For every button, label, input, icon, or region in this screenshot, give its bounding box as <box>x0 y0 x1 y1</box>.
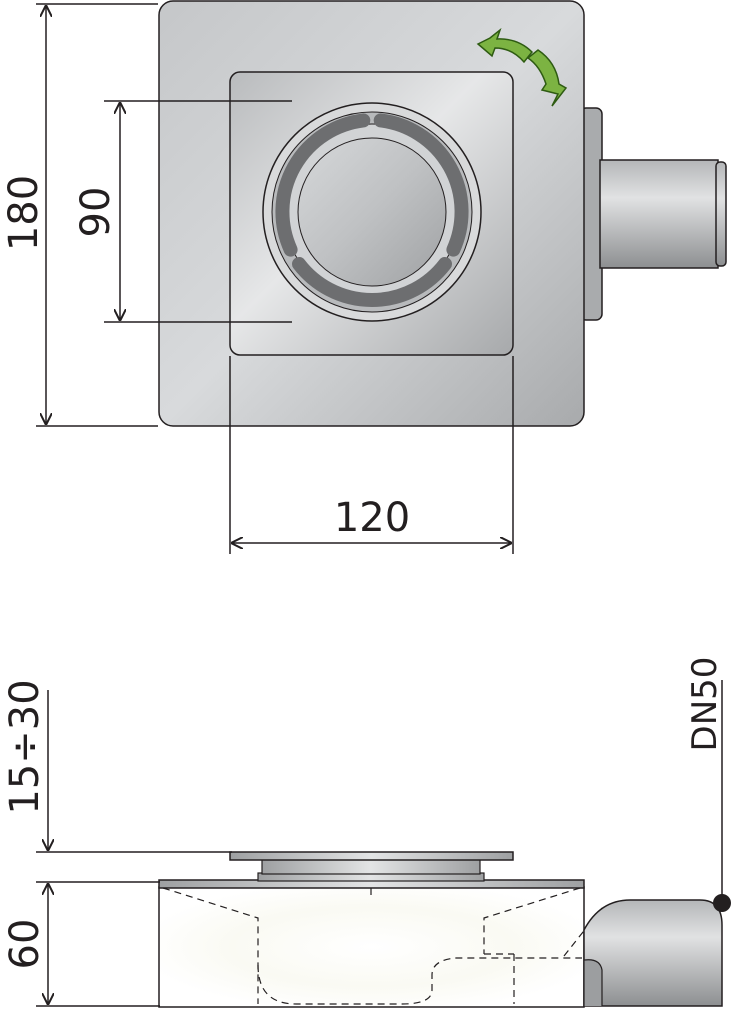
riser <box>261 858 481 875</box>
outlet-pipe-side <box>583 899 723 1007</box>
dimension-180: 180 <box>1 3 158 427</box>
dn50-label: DN50 <box>685 657 725 752</box>
dimension-90-label: 90 <box>73 187 119 238</box>
circular-cover <box>262 102 482 322</box>
cover-slot <box>292 257 452 308</box>
top-view: 180 90 120 <box>1 0 727 554</box>
cover-slot <box>373 113 469 257</box>
dimension-120: 120 <box>229 356 514 554</box>
rotate-arrows-icon <box>476 27 568 107</box>
outlet-pipe-top <box>579 107 727 321</box>
side-view: DN50 15÷30 60 <box>2 657 731 1008</box>
dimension-15-30: 15÷30 <box>2 679 232 853</box>
drain-body-section <box>158 886 585 1008</box>
callout-dot <box>713 894 731 912</box>
cover-slot <box>275 113 371 257</box>
dimension-15-30-label: 15÷30 <box>2 679 48 814</box>
dimension-60: 60 <box>2 881 160 1007</box>
dn50-callout: DN50 <box>685 657 731 912</box>
dimension-120-label: 120 <box>334 495 410 541</box>
dimension-90: 90 <box>73 100 292 323</box>
dimension-180-label: 180 <box>1 175 47 251</box>
grate-side <box>229 851 514 861</box>
dimension-60-label: 60 <box>2 919 48 970</box>
